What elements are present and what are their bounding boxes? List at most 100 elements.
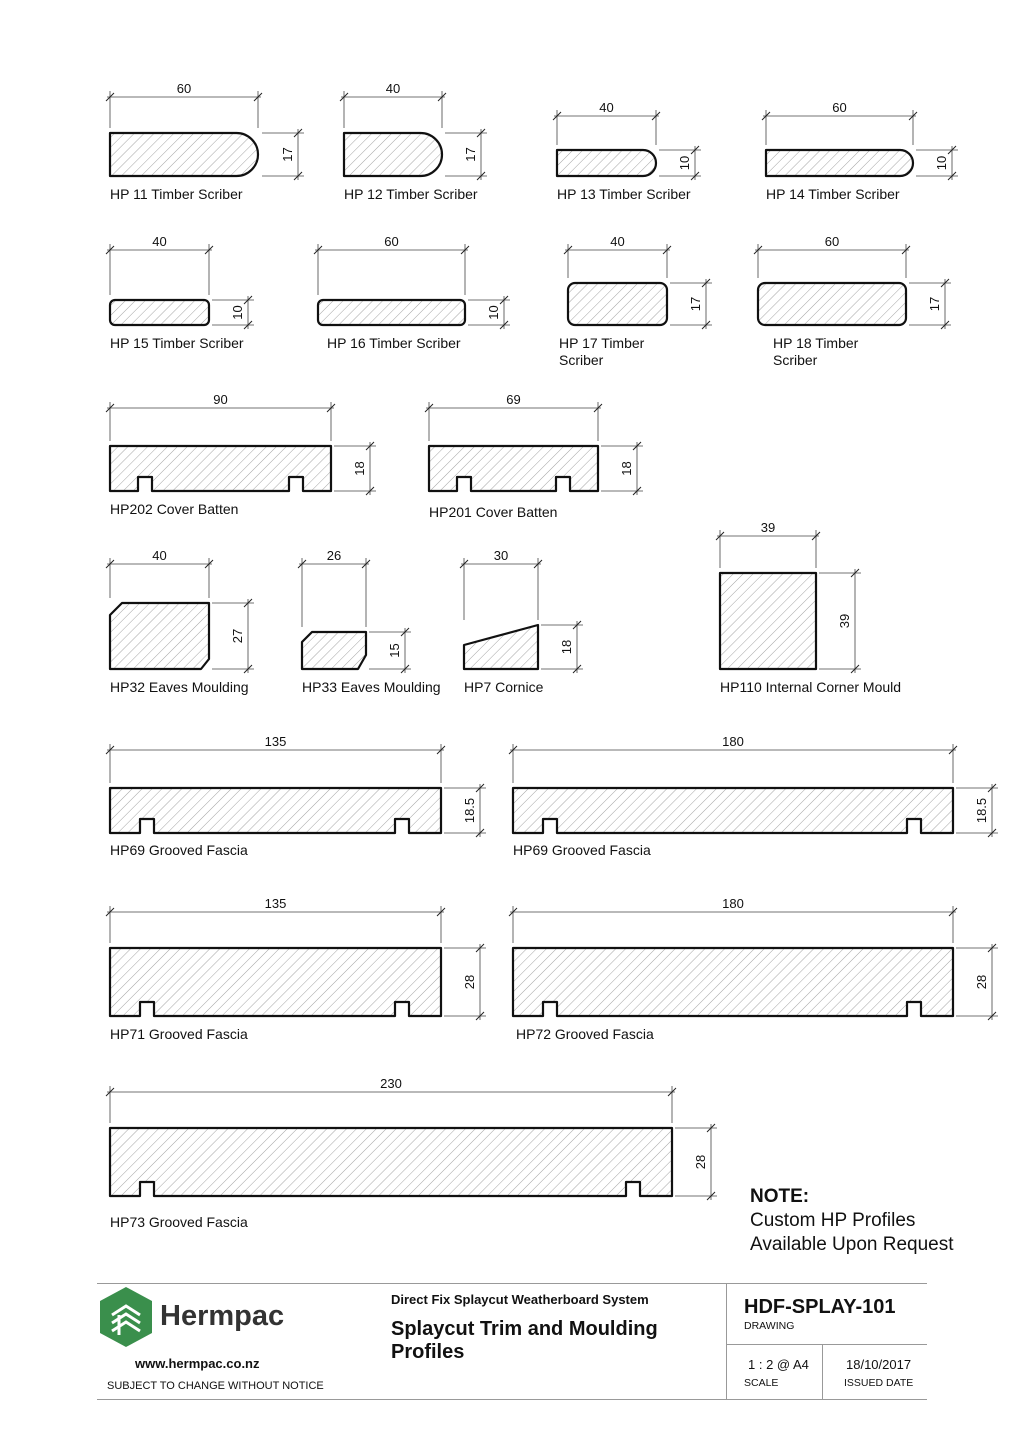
profile-shape — [108, 601, 211, 671]
profile-label: HP7 Cornice — [464, 679, 544, 695]
height-dimension: 18.5 — [956, 783, 998, 838]
width-value: 180 — [722, 896, 744, 911]
profile-2: 40 17 HP 12 Timber Scriber — [339, 81, 487, 202]
width-value: 180 — [722, 734, 744, 749]
height-dimension: 18 — [601, 441, 643, 496]
width-dimension: 180 — [508, 896, 958, 943]
width-dimension: 30 — [459, 548, 543, 620]
width-value: 90 — [213, 392, 227, 407]
profile-label: HP72 Grooved Fascia — [516, 1026, 654, 1042]
height-dimension: 17 — [909, 278, 951, 330]
width-value: 40 — [599, 100, 613, 115]
title-block-divider — [726, 1283, 727, 1400]
width-value: 30 — [494, 548, 508, 563]
profile-shape — [511, 946, 955, 1018]
width-value: 40 — [610, 234, 624, 249]
height-dimension: 18 — [541, 620, 583, 674]
height-value: 18 — [559, 640, 574, 654]
height-value: 17 — [927, 297, 942, 311]
height-value: 10 — [934, 156, 949, 170]
height-dimension: 28 — [675, 1123, 717, 1201]
profile-shape — [427, 444, 600, 493]
profile-label: HP71 Grooved Fascia — [110, 1026, 248, 1042]
profile-5: 40 10 HP 15 Timber Scriber — [105, 234, 254, 351]
width-dimension: 39 — [715, 520, 821, 568]
profile-label: HP 13 Timber Scriber — [557, 186, 691, 202]
disclaimer: SUBJECT TO CHANGE WITHOUT NOTICE — [107, 1380, 324, 1392]
profile-label: HP69 Grooved Fascia — [110, 842, 248, 858]
height-dimension: 17 — [670, 278, 712, 330]
note-heading: NOTE: — [750, 1186, 810, 1207]
profile-label: HP 14 Timber Scriber — [766, 186, 900, 202]
title-block-bottom-rule — [97, 1399, 927, 1400]
profile-shape — [718, 571, 818, 671]
width-dimension: 26 — [297, 548, 371, 627]
width-dimension: 90 — [105, 392, 336, 441]
height-dimension: 10 — [916, 145, 958, 181]
profile-label: HP 16 Timber Scriber — [327, 335, 461, 351]
height-dimension: 10 — [468, 295, 510, 330]
height-value: 10 — [230, 305, 245, 319]
profile-shape — [764, 148, 915, 178]
profile-4: 60 10 HP 14 Timber Scriber — [761, 100, 958, 202]
profile-6: 60 10 HP 16 Timber Scriber — [313, 234, 510, 351]
profile-label: HP202 Cover Batten — [110, 501, 238, 517]
height-value: 28 — [462, 975, 477, 989]
width-value: 39 — [761, 520, 775, 535]
width-dimension: 69 — [424, 392, 603, 441]
width-value: 135 — [265, 896, 287, 911]
issued-date: 18/10/2017 — [846, 1357, 912, 1372]
width-value: 40 — [386, 81, 400, 96]
profile-label: HP 12 Timber Scriber — [344, 186, 478, 202]
drawing-number-label: DRAWING — [744, 1320, 795, 1332]
height-value: 18 — [619, 461, 634, 475]
width-dimension: 40 — [563, 234, 672, 278]
height-value: 27 — [230, 629, 245, 643]
height-value: 18.5 — [462, 798, 477, 823]
width-value: 230 — [380, 1076, 402, 1091]
scale-label: SCALE — [744, 1377, 779, 1389]
scale-value: 1 : 2 @ A4 — [748, 1357, 809, 1372]
width-dimension: 180 — [508, 734, 958, 783]
profile-label: HP69 Grooved Fascia — [513, 842, 651, 858]
height-value: 28 — [693, 1155, 708, 1169]
width-dimension: 135 — [105, 896, 446, 943]
profile-shape — [108, 131, 260, 178]
profile-shape — [555, 148, 658, 178]
width-dimension: 135 — [105, 734, 446, 783]
profile-shape — [342, 131, 444, 178]
width-value: 40 — [152, 234, 166, 249]
drawing-number: HDF-SPLAY-101 — [744, 1296, 896, 1318]
profile-label: HP 15 Timber Scriber — [110, 335, 244, 351]
height-value: 17 — [463, 147, 478, 161]
profile-shape — [566, 281, 669, 327]
width-value: 69 — [506, 392, 520, 407]
note-line-2: Available Upon Request — [750, 1234, 954, 1255]
height-dimension: 28 — [444, 943, 486, 1021]
title-block-top-rule — [97, 1283, 927, 1284]
width-dimension: 40 — [105, 234, 214, 295]
width-value: 60 — [825, 234, 839, 249]
width-value: 26 — [327, 548, 341, 563]
profile-label: HP 17 Timber — [559, 335, 645, 351]
hermpac-logo-icon — [100, 1287, 152, 1347]
height-dimension: 18 — [334, 441, 376, 496]
issued-date-label: ISSUED DATE — [844, 1377, 914, 1389]
width-value: 60 — [832, 100, 846, 115]
height-value: 28 — [974, 975, 989, 989]
width-value: 60 — [384, 234, 398, 249]
height-value: 17 — [280, 147, 295, 161]
title-block-mid-rule — [726, 1344, 927, 1345]
height-value: 39 — [837, 614, 852, 628]
width-value: 135 — [265, 734, 287, 749]
